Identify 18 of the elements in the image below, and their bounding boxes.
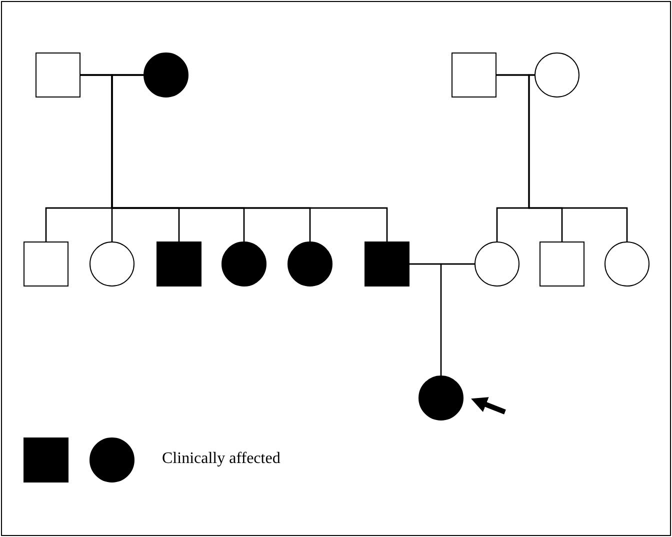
female-circle [90, 242, 134, 286]
male-square [364, 242, 410, 286]
female-circle [144, 52, 188, 98]
male-square [540, 242, 584, 286]
pedigree-line [528, 74, 628, 242]
female-circle [604, 242, 650, 286]
male-square [452, 52, 496, 98]
female-circle [288, 242, 332, 286]
male-square [36, 52, 80, 98]
male-square [24, 242, 68, 286]
legend-label: Clinically affected [162, 450, 280, 468]
male-square [156, 242, 202, 286]
female-circle [418, 376, 464, 420]
proband-arrow [471, 397, 506, 414]
pedigree-line [440, 263, 475, 376]
female-circle [222, 242, 266, 286]
female-circle [474, 242, 520, 286]
female-circle [534, 52, 580, 98]
